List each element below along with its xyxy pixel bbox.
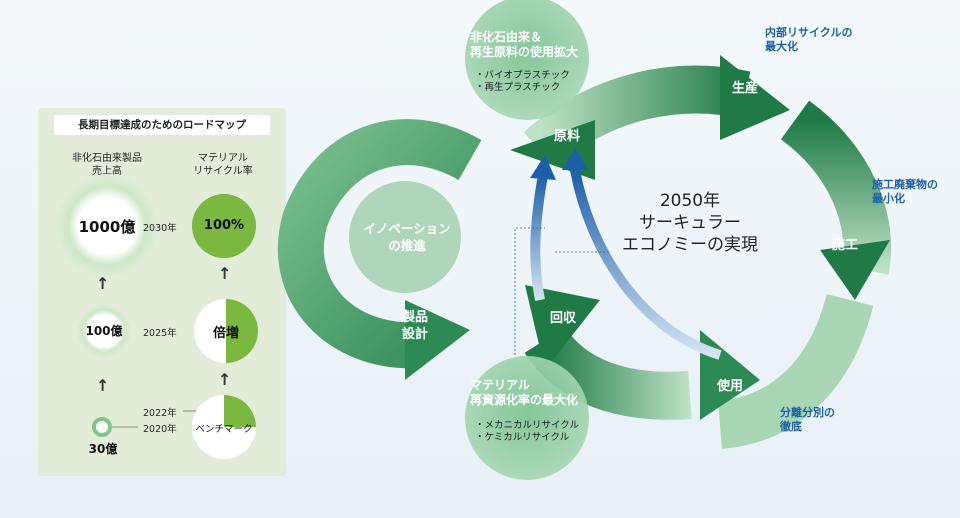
innovation-loop-arrow — [277, 119, 482, 380]
recycle-2030-pie — [192, 194, 256, 258]
recycle-2020-pie — [192, 395, 256, 459]
center-goal: 2050年 サーキュラー エコノミーの実現 — [622, 191, 758, 255]
year-2025: 2025年 — [143, 328, 177, 339]
year-2030: 2030年 — [143, 223, 177, 234]
cycle-arrow-bottom — [524, 285, 692, 420]
bubble-bottom-title: マテリアル 再資源化率の最大化 — [470, 378, 579, 407]
bubble-top-title: 非化石由来＆ 再生原料の使用拡大 — [470, 30, 579, 59]
stage-genryo: 原料 — [553, 129, 580, 144]
note-seko: 施工廃棄物の 最小化 — [872, 178, 938, 205]
sales-2030-value: 1000億 — [78, 218, 136, 236]
recycle-2025-pie — [194, 299, 258, 363]
innovation-bubble — [349, 181, 461, 293]
bubble-bottom-items: ・メカニカルリサイクル ・ケミカルリサイクル — [475, 420, 580, 443]
note-seisan: 内部リサイクルの 最大化 — [765, 26, 853, 53]
up-arrow-icon: ↑ — [96, 376, 110, 395]
note-shiyo: 分離分別の 徹底 — [780, 406, 835, 433]
up-arrow-icon: ↑ — [218, 264, 232, 283]
stage-kaishu: 回収 — [549, 311, 576, 326]
roadmap-title: 長期目標達成のためのロードマップ — [54, 115, 270, 135]
sales-2025-value: 100億 — [85, 324, 123, 338]
recycle-column-label: マテリアル リサイクル率 — [193, 153, 253, 177]
stage-shiyo: 使用 — [716, 379, 743, 394]
bubble-bottom — [465, 356, 589, 480]
year-2020: 2020年 — [143, 424, 177, 435]
year-2022: 2022年 — [143, 408, 177, 419]
stage-innovation: イノベーション の推進 — [363, 221, 451, 253]
up-arrow-icon: ↑ — [96, 274, 110, 293]
stage-seihin: 製品 設計 — [401, 310, 428, 342]
recycle-2020-value: ベンチマーク — [195, 424, 253, 435]
stage-seko: 施工 — [831, 238, 858, 253]
cycle-arrow-right — [780, 100, 892, 300]
sales-column-label: 非化石由来製品 売上高 — [72, 153, 142, 177]
recycle-2030-value: 100% — [203, 218, 245, 233]
up-arrow-icon: ↑ — [218, 370, 232, 389]
bubble-top-items: ・バイオプラスチック ・再生プラスチック — [475, 70, 570, 93]
bubble-top — [465, 0, 589, 120]
stage-seisan: 生産 — [731, 81, 758, 96]
sales-2020-value: 30億 — [88, 442, 118, 456]
recycle-2025-value: 倍増 — [212, 326, 239, 341]
blue-return-arrow — [530, 148, 722, 360]
